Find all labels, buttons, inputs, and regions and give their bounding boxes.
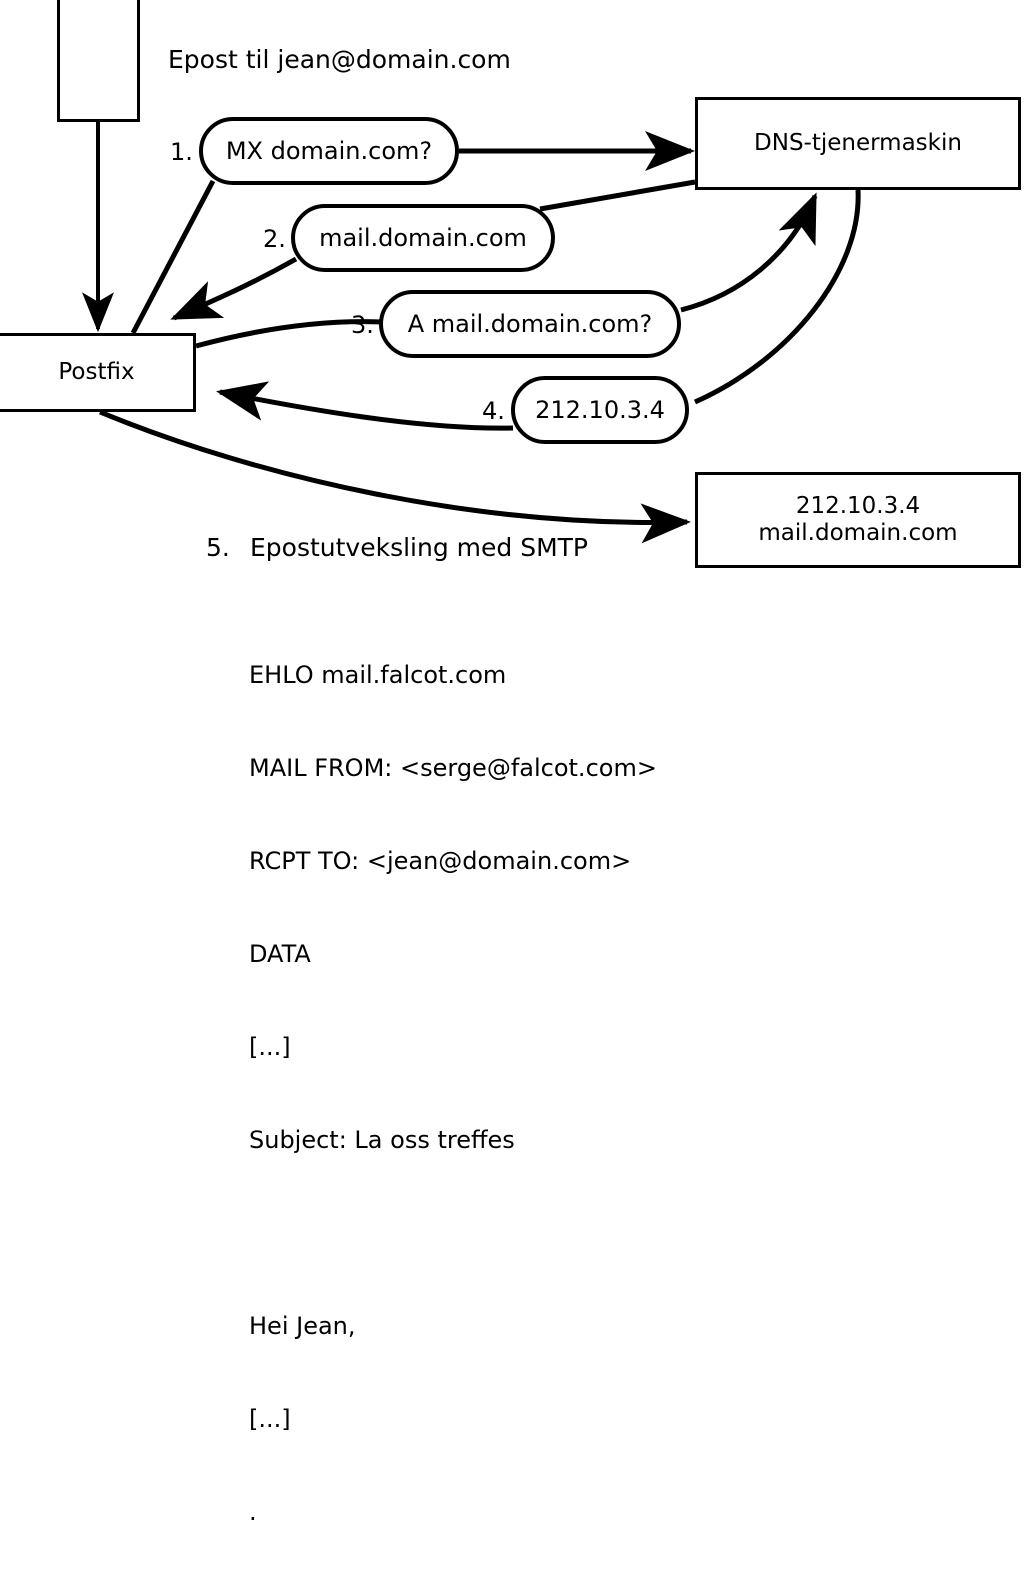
step-4-bubble-label: 212.10.3.4 bbox=[535, 396, 665, 424]
diagram-root: Postfix DNS-tjenermaskin 212.10.3.4 mail… bbox=[0, 0, 1021, 1526]
smtp-line: . bbox=[249, 1498, 257, 1526]
postfix-box[interactable]: Postfix bbox=[0, 333, 196, 412]
mail-server-hostname: mail.domain.com bbox=[758, 520, 958, 546]
step-2-number: 2. bbox=[263, 225, 286, 253]
step-5-label: Epostutveksling med SMTP bbox=[250, 533, 589, 562]
smtp-line: EHLO mail.falcot.com bbox=[249, 661, 507, 689]
step-1-number: 1. bbox=[170, 138, 193, 166]
smtp-line: DATA bbox=[249, 940, 311, 968]
dns-server-box[interactable]: DNS-tjenermaskin bbox=[695, 97, 1021, 190]
mail-server-ip: 212.10.3.4 bbox=[795, 492, 921, 519]
dns-server-box-label: DNS-tjenermaskin bbox=[754, 129, 962, 156]
step-4-number: 4. bbox=[482, 397, 505, 425]
smtp-line: [...] bbox=[249, 1033, 291, 1061]
smtp-transcript: EHLO mail.falcot.com MAIL FROM: <serge@f… bbox=[249, 598, 657, 1590]
smtp-line: MAIL FROM: <serge@falcot.com> bbox=[249, 754, 657, 782]
step-4-bubble[interactable]: 212.10.3.4 bbox=[511, 376, 689, 444]
smtp-line: RCPT TO: <jean@domain.com> bbox=[249, 847, 632, 875]
edge-step4-to-postfix bbox=[216, 381, 514, 431]
step-5-number: 5. bbox=[206, 533, 230, 562]
postfix-box-label: Postfix bbox=[58, 358, 135, 385]
smtp-line: [...] bbox=[249, 1405, 291, 1433]
client-box[interactable] bbox=[57, 0, 140, 122]
step-3-bubble-label: A mail.domain.com? bbox=[407, 310, 653, 338]
edge-dns-to-step4 bbox=[693, 189, 861, 405]
edge-step3-to-dns bbox=[680, 192, 818, 313]
smtp-line: Subject: La oss treffes bbox=[249, 1126, 515, 1154]
edge-postfix-to-mailserver bbox=[99, 409, 691, 544]
edge-postfix-to-step3 bbox=[195, 319, 383, 349]
page-title: Epost til jean@domain.com bbox=[168, 45, 511, 74]
step-3-number: 3. bbox=[351, 311, 374, 339]
step-3-bubble[interactable]: A mail.domain.com? bbox=[379, 290, 681, 358]
smtp-line-blank bbox=[249, 1218, 657, 1249]
step-2-bubble-label: mail.domain.com bbox=[319, 224, 527, 252]
step-1-bubble-label: MX domain.com? bbox=[225, 137, 433, 165]
mail-server-box[interactable]: 212.10.3.4 mail.domain.com bbox=[695, 472, 1021, 568]
edge-dns-to-step2 bbox=[539, 179, 696, 212]
edge-step2-to-postfix bbox=[170, 256, 298, 321]
smtp-line: Hei Jean, bbox=[249, 1312, 356, 1340]
connector-layer bbox=[82, 122, 861, 544]
edge-postfix-to-step1 bbox=[130, 179, 216, 335]
step-1-bubble[interactable]: MX domain.com? bbox=[199, 117, 459, 185]
step-2-bubble[interactable]: mail.domain.com bbox=[291, 204, 555, 272]
